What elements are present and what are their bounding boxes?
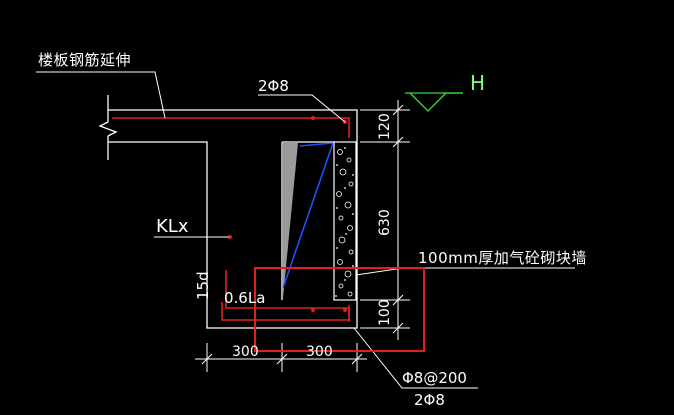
klx-dot xyxy=(228,235,232,239)
bottom-bar-dot-2 xyxy=(343,308,347,312)
leaders xyxy=(36,71,575,389)
concrete-outline xyxy=(98,95,358,329)
web-fill xyxy=(283,143,298,298)
stirrup-leader xyxy=(353,327,478,389)
dim-bottom-left: 300 xyxy=(232,344,259,360)
dimension-lines xyxy=(195,100,410,372)
block-wall xyxy=(333,141,357,301)
beam-slab-outline xyxy=(108,109,358,329)
bottom-bar-dot-1 xyxy=(311,308,315,312)
level-mark-label: H xyxy=(470,71,485,95)
stirrups-label: Φ8@200 xyxy=(402,369,467,387)
dim-bottom-right: 300 xyxy=(306,344,333,360)
beam-mark-label: KLx xyxy=(156,216,189,237)
block-wall-outline xyxy=(333,141,357,301)
slab-extension-label: 楼板钢筋延伸 xyxy=(38,51,131,69)
dim-top-height: 120 xyxy=(377,113,393,140)
slab-leader xyxy=(36,71,166,119)
bottom-rebar-2 xyxy=(221,302,350,321)
wall-note-label: 100mm厚加气砼砌块墙 xyxy=(418,249,587,267)
anchor-length-label: 0.6La xyxy=(224,289,265,307)
wall-edge-line xyxy=(282,142,334,289)
wall-edge-top xyxy=(299,142,334,147)
level-symbol xyxy=(405,92,463,112)
wall-note-leader-2 xyxy=(355,267,404,276)
top-bars-leader xyxy=(258,94,346,123)
hook-length-label: 15d xyxy=(194,271,212,300)
dim-bottom-height: 100 xyxy=(377,299,393,326)
top-bars-label: 2Φ8 xyxy=(258,77,289,95)
dim-mid-height: 630 xyxy=(377,209,393,236)
rebar-group xyxy=(112,117,350,322)
top-rebar xyxy=(112,117,350,138)
bottom-bars-label: 2Φ8 xyxy=(414,391,445,409)
highlight-box xyxy=(254,267,425,352)
break-symbol xyxy=(98,121,118,137)
top-bar-dot-1 xyxy=(311,116,315,120)
